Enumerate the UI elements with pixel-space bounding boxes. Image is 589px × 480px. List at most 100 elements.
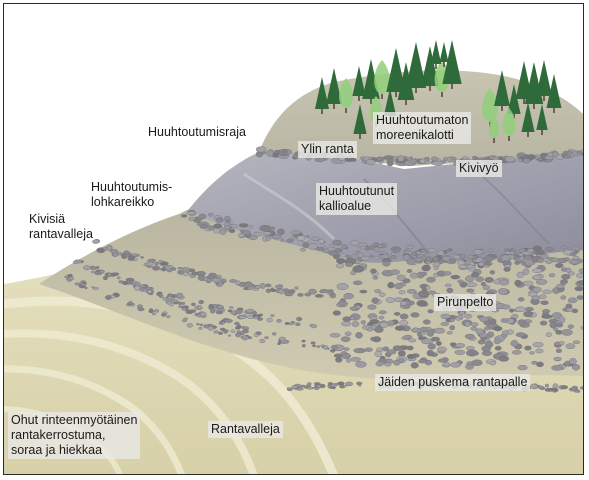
boulder	[426, 276, 436, 283]
boulder	[446, 331, 453, 335]
boulder	[332, 253, 340, 260]
boulder	[72, 260, 79, 265]
boulder	[576, 273, 583, 279]
boulder	[517, 158, 523, 162]
label-kallioalue: Huuhtoutunut kallioalue	[316, 183, 398, 215]
boulder	[353, 348, 366, 354]
boulder	[316, 246, 325, 251]
boulder	[84, 286, 88, 290]
boulder	[478, 261, 485, 267]
boulder	[364, 347, 373, 352]
boulder	[351, 157, 357, 162]
boulder	[435, 340, 442, 346]
boulder	[342, 385, 347, 388]
boulder	[425, 256, 433, 262]
spruce-tree	[405, 42, 427, 93]
boulder	[472, 155, 477, 160]
boulder	[392, 359, 401, 366]
boulder	[427, 343, 436, 350]
boulder	[465, 275, 475, 283]
boulder	[427, 309, 434, 314]
boulder	[522, 158, 531, 164]
boulder	[572, 387, 576, 391]
boulder	[481, 350, 493, 356]
boulder	[400, 300, 407, 306]
boulder	[242, 229, 251, 236]
boulder	[213, 308, 219, 311]
boulder	[337, 381, 345, 386]
boulder	[278, 336, 287, 342]
boulder	[134, 283, 141, 287]
boulder	[464, 314, 473, 319]
boulder	[509, 251, 515, 255]
boulder	[341, 321, 352, 327]
boulder	[373, 246, 381, 252]
label-rantakerrostuma: Ohut rinteenmyötäinen rantakerrostuma, s…	[8, 412, 141, 459]
boulder	[376, 156, 383, 161]
boulder	[219, 229, 227, 235]
boulder	[161, 312, 167, 315]
boulder	[378, 161, 384, 164]
boulder	[340, 253, 346, 258]
boulder	[533, 274, 543, 281]
boulder	[295, 322, 301, 326]
boulder	[459, 310, 465, 316]
boulder	[127, 282, 132, 285]
boulder	[248, 225, 254, 229]
boulder	[265, 288, 272, 293]
boulder	[391, 252, 396, 256]
boulder	[167, 296, 173, 300]
boulder	[530, 383, 538, 389]
boulder	[539, 320, 548, 326]
boulder	[369, 319, 380, 325]
boulder	[443, 250, 448, 254]
boulder	[218, 331, 224, 335]
boulder	[293, 234, 299, 238]
spruce-tree	[507, 84, 521, 119]
boulder	[306, 382, 312, 386]
boulder	[420, 248, 428, 253]
boulder	[218, 322, 223, 325]
boulder	[560, 295, 567, 300]
boulder	[555, 322, 564, 328]
boulder	[565, 303, 573, 309]
boulder	[117, 276, 121, 280]
boulder	[532, 342, 544, 348]
boulder	[515, 332, 526, 338]
boulder	[89, 265, 96, 269]
boulder	[334, 248, 343, 253]
boulder	[422, 319, 431, 325]
boulder	[332, 310, 341, 316]
boulder	[555, 348, 563, 353]
boulder	[151, 312, 156, 316]
boulder	[390, 255, 397, 259]
spruce-tree	[314, 77, 330, 114]
boulder	[399, 313, 409, 320]
label-kivivyo: Kivivyö	[456, 160, 502, 177]
boulder	[464, 333, 475, 340]
boulder	[512, 350, 522, 355]
boulder	[328, 244, 336, 248]
boulder	[316, 384, 321, 388]
boulder	[228, 306, 234, 309]
boulder	[242, 326, 250, 331]
boulder	[525, 307, 534, 312]
label-kallioalue-line1: Huuhtoutunut	[319, 184, 395, 198]
boulder	[102, 247, 109, 251]
boulder	[536, 361, 544, 368]
boulder	[551, 257, 559, 263]
boulder	[227, 309, 233, 313]
boulder	[246, 308, 255, 314]
boulder	[517, 297, 525, 302]
boulder	[431, 160, 444, 166]
boulder	[271, 234, 282, 240]
boulder	[493, 338, 501, 345]
boulder	[270, 314, 275, 317]
boulder	[217, 305, 222, 309]
boulder	[480, 282, 487, 287]
boulder	[356, 381, 363, 386]
boulder	[514, 306, 526, 312]
boulder	[562, 154, 572, 159]
boulder	[166, 315, 171, 319]
boulder	[333, 353, 343, 358]
